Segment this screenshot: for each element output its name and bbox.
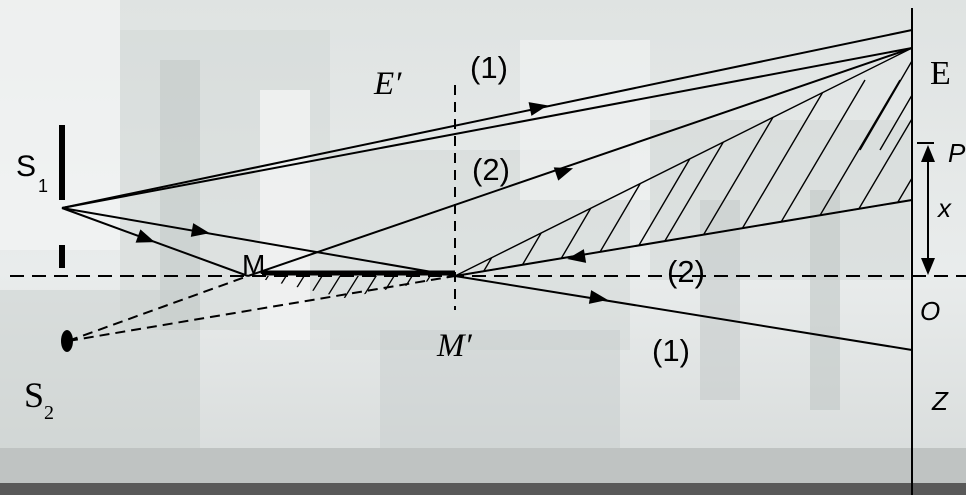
rays [61,29,913,351]
bottom-bar [0,483,966,495]
gray-band [0,448,966,483]
label-s2: S2 [24,375,54,423]
source-s2 [61,330,73,352]
arrowhead-ray-s1-1 [135,229,155,243]
label-z: Z [932,386,948,416]
label-m-prime: M′ [437,328,472,364]
x-dimension-marker [917,142,935,275]
label-s1: S1 [16,150,48,196]
label-s2-sub: 2 [44,402,55,424]
label-e-prime: E′ [374,66,402,102]
label-ray2-lower: (2) [667,254,705,289]
arrowhead-ray2-upper [553,167,574,181]
label-screen-e: E [930,55,951,92]
label-s2-main: S [24,375,45,415]
label-s1-main: S [16,150,37,183]
ray-arrowheads [135,102,608,304]
label-x: x [938,193,951,223]
label-ray1-bottom: (1) [652,333,690,368]
arrowhead-ray2-lower [567,249,587,263]
arrowhead-ray-s1-2 [190,223,210,237]
arrowhead-ray1-bottom [588,290,608,304]
label-s1-sub: 1 [38,176,49,196]
arrowhead-ray1-top [528,102,548,116]
label-p: P [948,138,966,168]
label-m: M [242,249,266,280]
label-ray1-top: (1) [470,50,508,85]
hatched-region-large-outline [454,46,913,277]
virtual-rays [67,275,456,342]
label-ray2-upper: (2) [472,152,510,187]
label-o: O [920,296,941,326]
